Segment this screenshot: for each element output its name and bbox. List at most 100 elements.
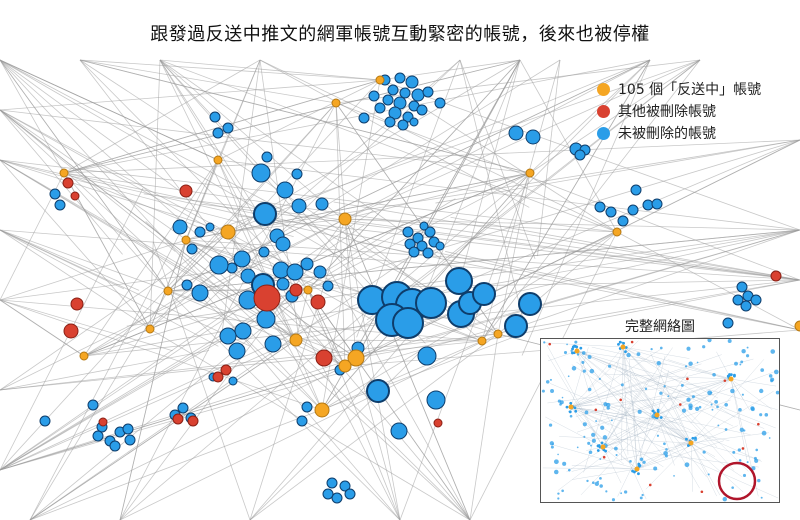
inset-hub [728, 376, 734, 382]
inset-node [684, 462, 690, 468]
network-edge [417, 59, 521, 314]
account-node-active [253, 202, 277, 226]
inset-edge [570, 363, 702, 408]
network-edge [159, 59, 346, 367]
account-node-active [605, 206, 617, 218]
account-node-active [222, 122, 234, 134]
account-node-active [228, 376, 238, 386]
inset-node [741, 348, 746, 354]
inset-node [739, 427, 744, 432]
inset-node [548, 423, 553, 427]
inset-node-deleted [686, 377, 689, 381]
network-edge [344, 218, 401, 520]
inset-node [562, 461, 567, 466]
inset-node [753, 456, 757, 460]
inset-node [691, 436, 695, 440]
inset-node [563, 350, 568, 355]
account-node-active [405, 75, 419, 89]
network-edge [0, 159, 151, 330]
account-node-deleted [70, 191, 80, 201]
account-node-active [344, 488, 356, 500]
account-node-protest [338, 359, 352, 373]
account-node-active [416, 104, 428, 116]
account-node-active [286, 263, 304, 281]
inset-edge [542, 467, 638, 470]
inset-node [552, 443, 554, 446]
network-edge [344, 172, 531, 220]
inset-edge [622, 346, 627, 376]
account-node-protest [493, 329, 503, 339]
inset-node [582, 422, 587, 427]
account-node-active [291, 168, 303, 180]
account-node-deleted [770, 270, 782, 282]
inset-edge [656, 370, 669, 416]
inset-node [595, 420, 598, 423]
inset-hub [688, 440, 694, 446]
account-node-active [234, 322, 252, 340]
inset-edge [619, 370, 692, 444]
network-edge [259, 59, 530, 208]
inset-node [738, 459, 742, 462]
inset-edge [624, 356, 658, 416]
network-edge [469, 333, 499, 520]
inset-node [663, 442, 666, 446]
account-node-protest [303, 285, 313, 295]
account-node-active [240, 268, 256, 284]
account-node-active [445, 267, 473, 295]
inset-node [637, 462, 641, 466]
inset-node [768, 437, 771, 439]
inset-node [615, 453, 618, 457]
inset-node [543, 341, 546, 344]
account-node-protest [347, 349, 365, 367]
inset-node [600, 425, 605, 430]
network-edge [497, 229, 800, 335]
network-edge [616, 231, 800, 331]
account-node-active [409, 117, 419, 127]
inset-node [584, 410, 589, 415]
inset-node [541, 389, 545, 393]
inset-edge [690, 390, 774, 444]
inset-node [730, 388, 735, 394]
account-node-active [331, 492, 343, 504]
network-edge [0, 299, 173, 352]
inset-edge [622, 346, 749, 472]
inset-edge [690, 442, 743, 478]
network-edge [119, 239, 187, 520]
inset-edge [570, 347, 589, 408]
inset-node [557, 453, 559, 456]
inset-node [571, 366, 577, 371]
network-edge [0, 229, 151, 330]
network-edge [0, 109, 531, 174]
inset-edge [547, 354, 604, 448]
account-node-active [627, 204, 639, 216]
inset-edge [616, 362, 692, 444]
inset-node [760, 496, 763, 499]
network-edge [445, 251, 800, 331]
account-node-active [382, 94, 394, 106]
account-node-deleted [172, 413, 184, 425]
inset-node [599, 484, 603, 488]
network-edge [0, 59, 65, 174]
account-node-active [339, 480, 351, 492]
network-edge [450, 216, 800, 281]
inset-node [557, 497, 560, 500]
account-node-active [276, 181, 294, 199]
inset-edge [602, 446, 622, 484]
account-node-protest [375, 75, 385, 85]
inset-node [614, 446, 618, 451]
inset-edge [546, 344, 604, 448]
inset-edge [690, 432, 769, 444]
inset-node [594, 481, 600, 487]
inset-node-deleted [594, 408, 598, 412]
inset-edge [690, 442, 721, 496]
inset-node [591, 438, 596, 443]
account-node-protest [163, 286, 173, 296]
inset-edge [576, 350, 765, 429]
inset-node [566, 343, 568, 346]
account-node-active [415, 287, 447, 319]
account-node-active [472, 282, 496, 306]
account-node-active [109, 440, 121, 452]
inset-node [650, 348, 653, 351]
inset-node [550, 445, 554, 449]
inset-node [637, 409, 642, 414]
